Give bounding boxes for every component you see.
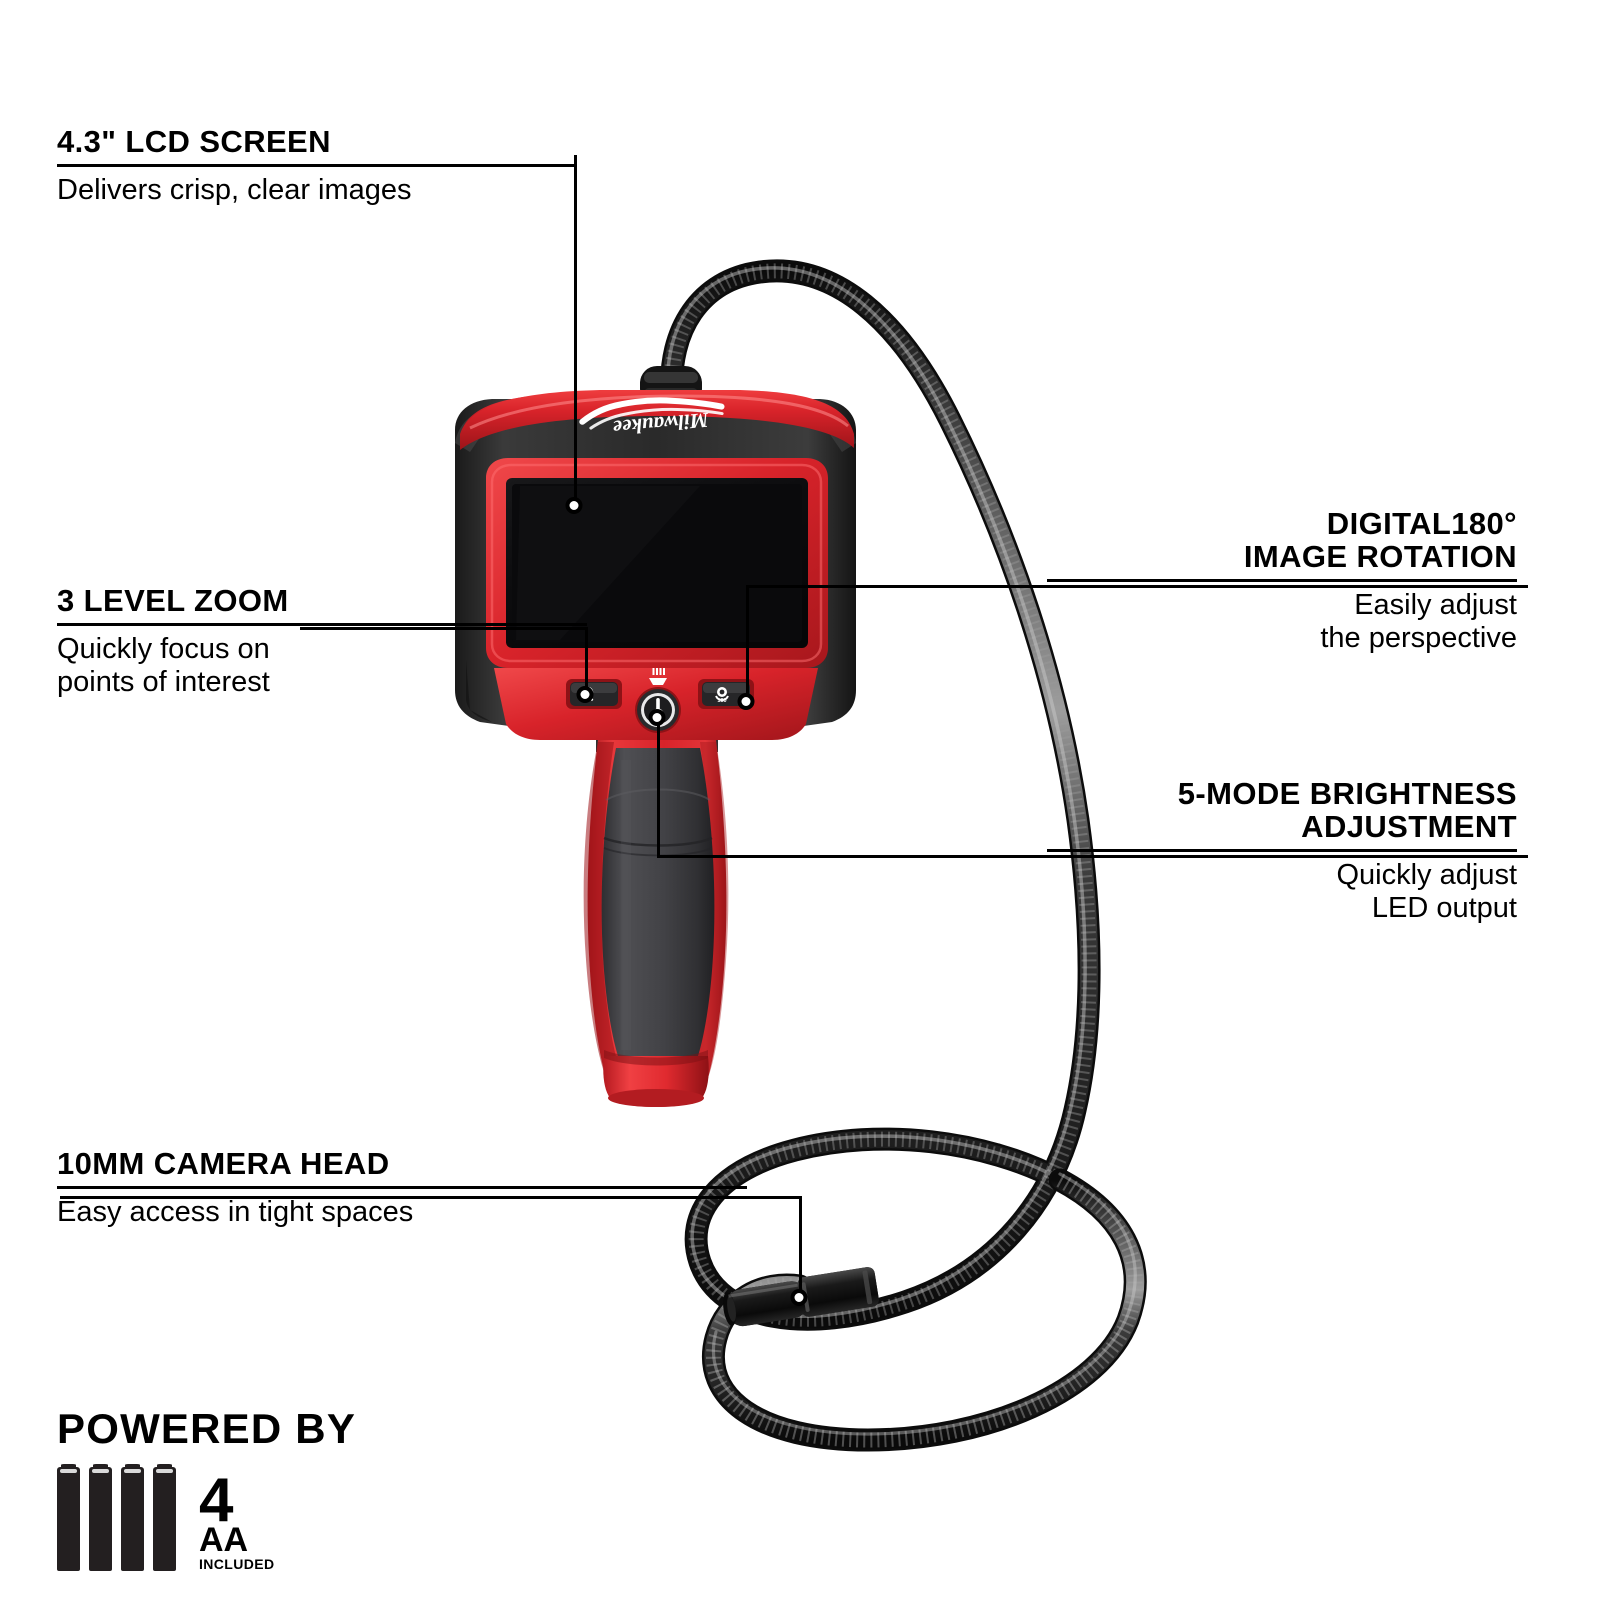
cable-strain-relief [640,366,702,406]
callout-desc-lcd: Delivers crisp, clear images [57,173,412,206]
battery-icon [89,1462,112,1571]
device-housing [455,399,856,752]
top-red-cap: Milwaukee [460,390,854,450]
battery-count-number: 4 [199,1465,233,1535]
callout-camera-head: 10MM CAMERA HEAD Easy access in tight sp… [57,1146,747,1229]
leader-line-rotation-h [746,585,1528,588]
milwaukee-logo: Milwaukee [579,397,725,440]
callout-title-brightness: 5-MODE BRIGHTNESS ADJUSTMENT [1177,776,1517,844]
battery-included-note: INCLUDED [199,1555,275,1572]
callout-title-lcd: 4.3" LCD SCREEN [57,124,331,159]
callout-rule-lcd [57,163,577,167]
callout-desc-brightness: Quickly adjust LED output [1336,858,1517,924]
callout-brightness-adjustment: 5-MODE BRIGHTNESS ADJUSTMENT Quickly adj… [1047,776,1517,925]
leader-line-lcd [574,155,577,505]
leader-line-zoom-v [585,627,588,689]
powered-by-block: POWERED BY 4 AA INCLUDED [57,1408,356,1571]
callout-three-level-zoom: 3 LEVEL ZOOM Quickly focus on points of … [57,583,587,699]
battery-icon [153,1462,176,1571]
callout-lcd-screen: 4.3" LCD SCREEN Delivers crisp, clear im… [57,124,577,207]
gooseneck-cable-lower-loop [702,1168,1147,1452]
callout-title-rotation: DIGITAL180° IMAGE ROTATION [1243,506,1517,574]
leader-line-brightness-v [657,718,660,858]
battery-count-block: 4 AA INCLUDED [199,1465,275,1572]
leader-line-zoom-h [300,627,588,630]
leader-dot-zoom [576,686,594,703]
leader-dot-rotation [737,693,755,710]
leader-line-rotation-v [746,585,749,700]
leader-dot-brightness [648,709,666,726]
callout-rule-brightness [1047,848,1517,852]
callout-title-zoom: 3 LEVEL ZOOM [57,583,289,618]
battery-icon [121,1462,144,1571]
callout-rule-rotation [1047,578,1517,582]
leader-line-camera-h [60,1196,802,1199]
rotate-180-icon: 180 [715,687,729,704]
leader-dot-lcd [565,497,583,514]
callout-image-rotation: DIGITAL180° IMAGE ROTATION Easily adjust… [1047,506,1517,655]
callout-rule-camera [57,1185,747,1189]
svg-text:180: 180 [717,698,726,704]
callout-rule-zoom [57,622,587,626]
callout-desc-zoom: Quickly focus on points of interest [57,632,270,698]
powered-by-title: POWERED BY [57,1405,357,1452]
callout-desc-rotation: Easily adjust the perspective [1320,588,1517,654]
battery-icon [57,1462,80,1571]
lamp-icon [649,668,667,685]
leader-line-camera-v [799,1196,802,1296]
leader-line-brightness-h [657,855,1528,858]
callout-title-camera: 10MM CAMERA HEAD [57,1146,390,1181]
battery-size-label: AA [199,1521,249,1560]
battery-row: 4 AA INCLUDED [57,1462,356,1572]
callout-desc-camera: Easy access in tight spaces [57,1195,414,1228]
svg-text:Milwaukee: Milwaukee [612,408,710,440]
leader-dot-camera [790,1289,808,1306]
